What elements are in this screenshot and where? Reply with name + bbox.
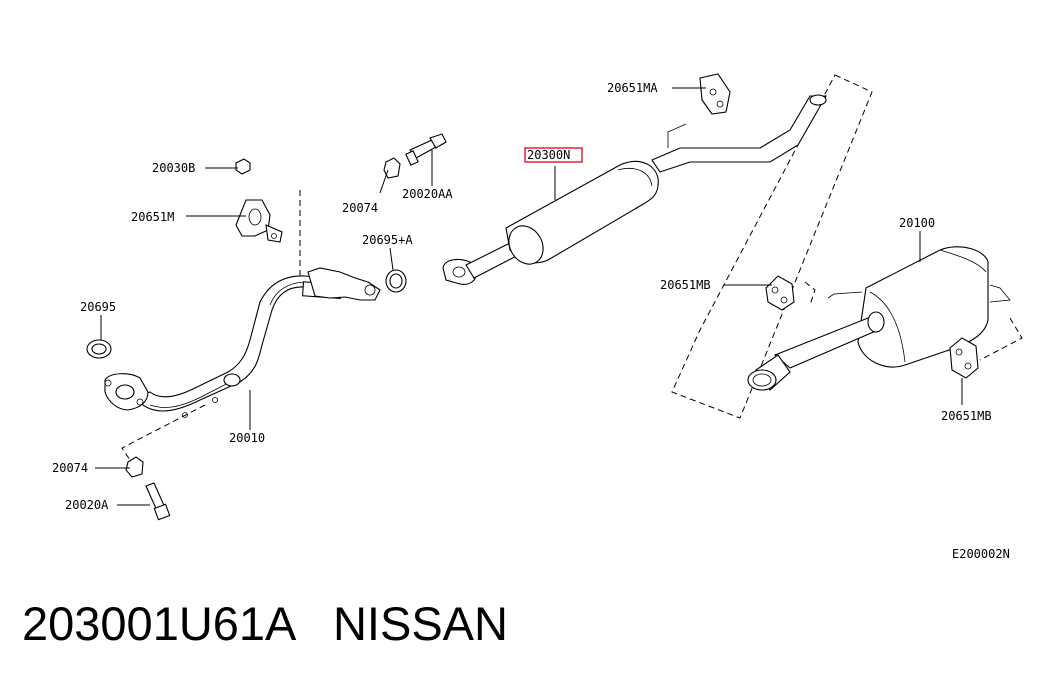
bolt-20020a (145, 482, 171, 521)
nut-20074-bottom (125, 456, 144, 478)
mount-20651mb-rear (949, 337, 979, 379)
front-pipe-lower-outline (121, 404, 206, 461)
mount-20651mb-mid (765, 275, 795, 311)
label-20020aa[interactable]: 20020AA (402, 187, 453, 201)
label-20030b[interactable]: 20030B (152, 161, 195, 175)
label-20651ma[interactable]: 20651MA (607, 81, 658, 95)
label-20020a[interactable]: 20020A (65, 498, 109, 512)
label-20074-bottom[interactable]: 20074 (52, 461, 88, 475)
label-20651mb-rear[interactable]: 20651MB (941, 409, 992, 423)
gasket-20695-left (86, 339, 112, 359)
label-20651mb-mid[interactable]: 20651MB (660, 278, 711, 292)
diagram-code: E200002N (952, 547, 1010, 561)
center-muffler (442, 94, 827, 285)
stud-bolt-20020aa (405, 133, 447, 166)
gasket-20695-mid (385, 269, 407, 293)
nut-20030b (235, 158, 251, 175)
rear-muffler (747, 246, 1011, 391)
rear-assembly-outline (671, 74, 873, 419)
nut-20074-top (383, 157, 401, 179)
front-mount-20651m (235, 199, 283, 243)
mount-20651ma (699, 73, 731, 115)
label-20074-top[interactable]: 20074 (342, 201, 378, 215)
part-number-title: 203001U61A NISSAN (22, 597, 508, 650)
front-pipe (104, 267, 381, 418)
label-20010[interactable]: 20010 (229, 431, 265, 445)
label-20100[interactable]: 20100 (899, 216, 935, 230)
label-20300n-highlighted[interactable]: 20300N (527, 148, 570, 162)
label-20695[interactable]: 20695 (80, 300, 116, 314)
label-20695a[interactable]: 20695+A (362, 233, 413, 247)
highlight-box (524, 147, 583, 163)
label-20651m[interactable]: 20651M (131, 210, 174, 224)
rear-muffler-outline (804, 281, 816, 306)
rear-mount-outline (979, 317, 1023, 361)
